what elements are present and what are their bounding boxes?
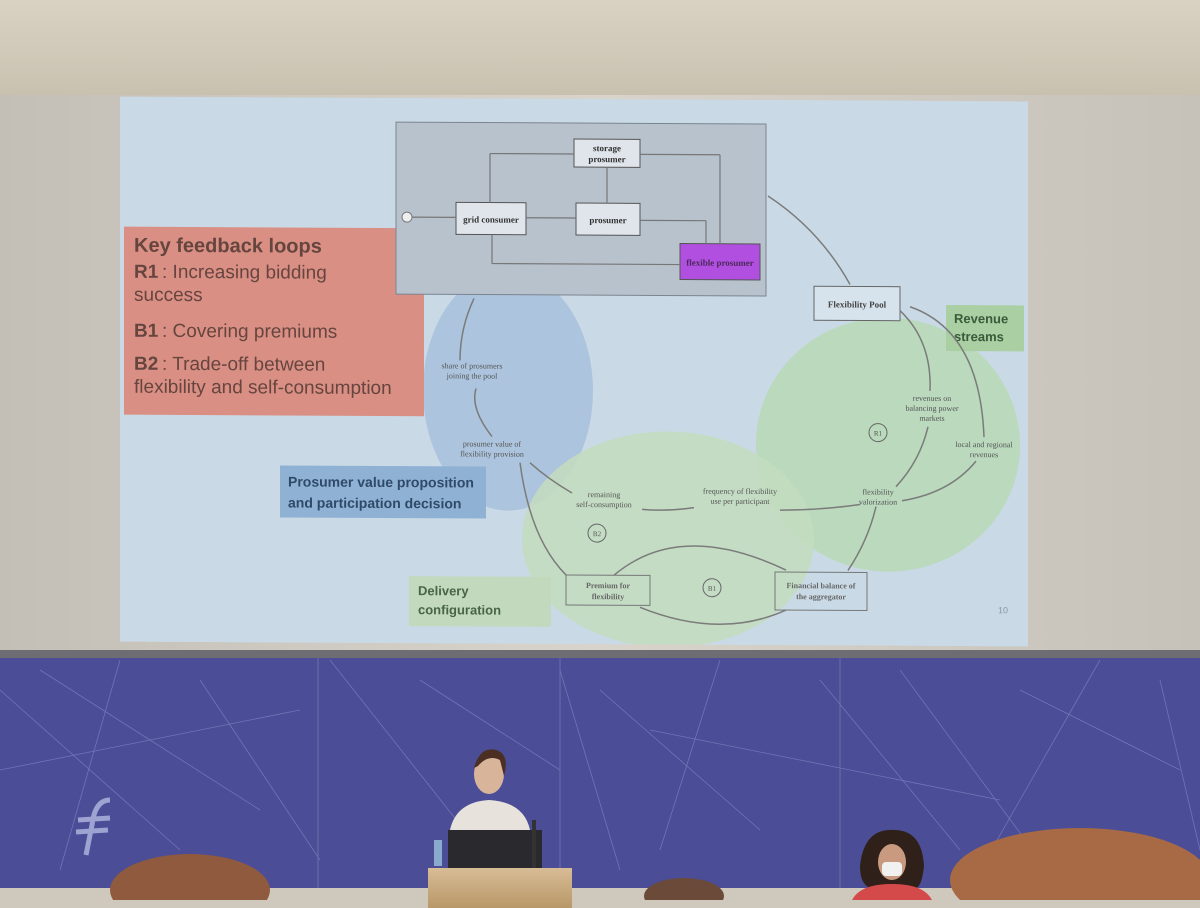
loop-b1-label: B1	[708, 585, 717, 593]
b1-text: : Covering premiums	[162, 321, 337, 343]
grid-consumer-label: grid consumer	[463, 214, 519, 224]
financial-balance-line1: Financial balance of	[787, 581, 856, 590]
revenue-streams-line2: streams	[954, 329, 1004, 344]
premium-flex-line1: Premium for	[586, 581, 631, 590]
prosumer-value-prop-line2: and participation decision	[288, 495, 461, 512]
flexibility-pool-label: Flexibility Pool	[828, 299, 887, 309]
ceiling	[0, 0, 1200, 95]
remaining-self-line1: remaining	[588, 490, 620, 499]
frequency-flex-line1: frequency of flexibility	[703, 487, 777, 496]
source-cloud-icon	[402, 212, 412, 222]
revenues-balancing-line3: markets	[919, 414, 944, 423]
prosumer-value-prop-line1: Prosumer value proposition	[288, 474, 474, 491]
revenue-streams-line1: Revenue	[954, 311, 1008, 326]
green-loop-region-bottom	[522, 431, 814, 647]
local-regional-line1: local and regional	[955, 440, 1013, 449]
slide-page-number: 10	[998, 605, 1008, 615]
remaining-self-line2: self-consumption	[576, 500, 632, 509]
frequency-flex-line2: use per participant	[710, 497, 770, 506]
b2-line2: flexibility and self-consumption	[134, 377, 392, 399]
projected-slide: Key feedback loops R1 : Increasing biddi…	[120, 97, 1028, 647]
storage-prosumer-line1: storage	[593, 143, 621, 153]
revenues-balancing-line1: revenues on	[913, 394, 951, 403]
r1-line1: : Increasing bidding	[162, 262, 327, 284]
audience-foreground	[0, 820, 1200, 900]
b2-line1: : Trade-off between	[162, 354, 325, 376]
delivery-config-line2: configuration	[418, 602, 501, 617]
flex-valorization-line2: valorization	[859, 497, 897, 506]
loop-b2-label: B2	[593, 530, 602, 538]
local-regional-line2: revenues	[970, 450, 998, 459]
financial-balance-line2: the aggregator	[796, 592, 846, 601]
loop-r1-label: R1	[874, 430, 883, 438]
prosumer-value-line2: flexibility provision	[460, 449, 524, 458]
delivery-config-line1: Delivery	[418, 583, 469, 598]
slide-canvas: Key feedback loops R1 : Increasing biddi…	[120, 97, 1028, 647]
b2-code: B2	[134, 354, 158, 375]
share-joining-line2: joining the pool	[446, 371, 498, 380]
r1-code: R1	[134, 262, 159, 283]
b1-code: B1	[134, 321, 159, 342]
revenues-balancing-line2: balancing power	[905, 404, 958, 413]
key-loops-title: Key feedback loops	[134, 235, 322, 258]
flex-valorization-line1: flexibility	[862, 488, 894, 497]
premium-flex-line2: flexibility	[592, 592, 624, 601]
r1-line2: success	[134, 285, 203, 306]
storage-prosumer-line2: prosumer	[588, 154, 625, 164]
prosumer-value-line1: prosumer value of	[463, 439, 522, 448]
flexible-prosumer-label: flexible prosumer	[686, 258, 754, 268]
share-joining-line1: share of prosumers	[442, 361, 503, 370]
prosumer-label: prosumer	[589, 215, 626, 225]
